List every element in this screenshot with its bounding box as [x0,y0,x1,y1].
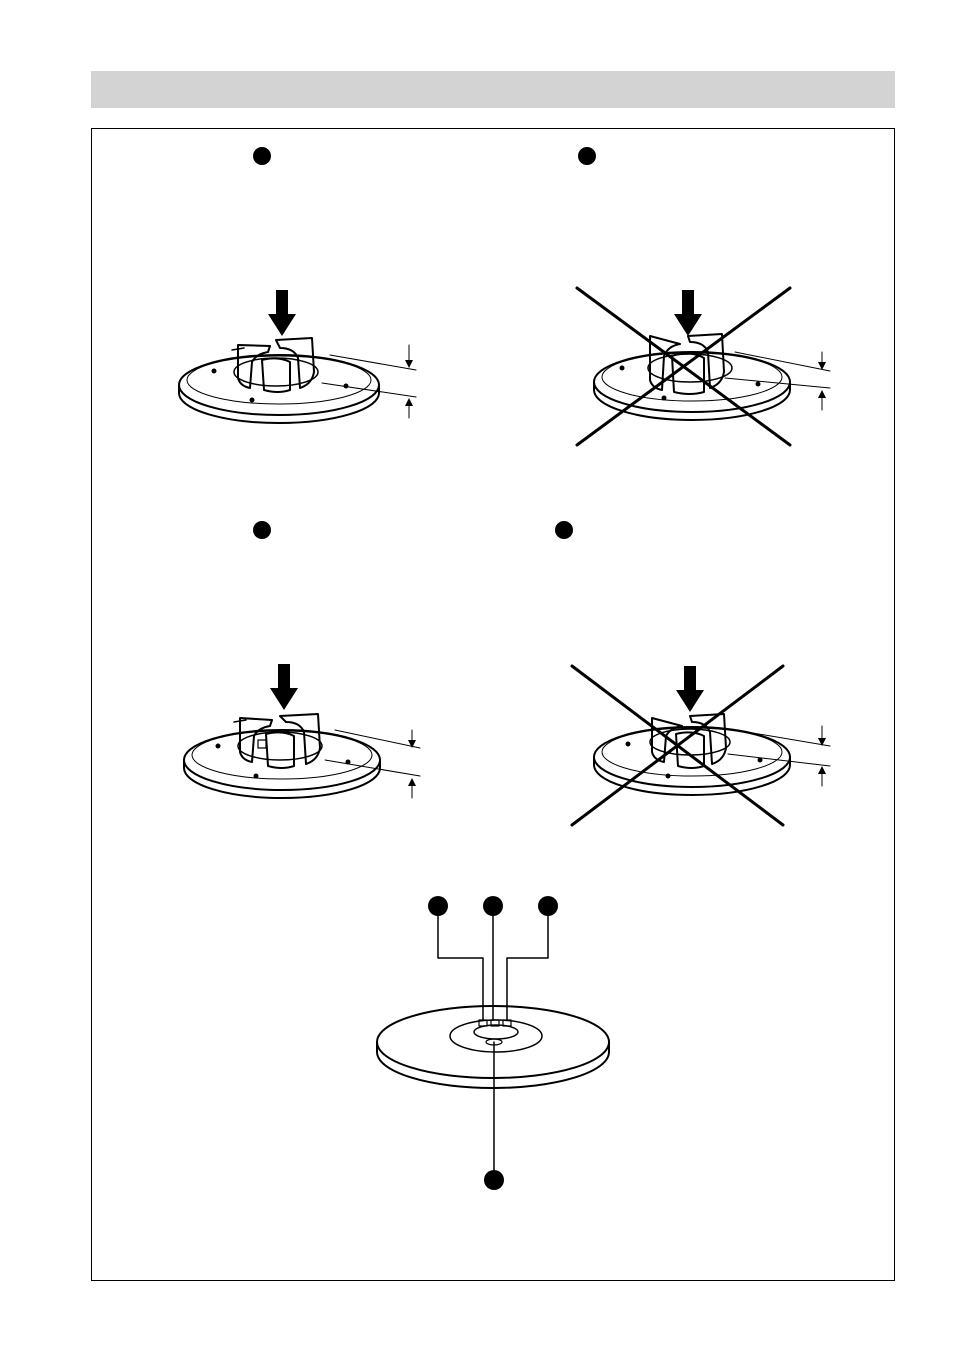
step-marker-3 [253,521,271,539]
callout-dot-1 [428,896,448,916]
callout-dot-4 [484,1170,504,1190]
figure-disc [376,896,610,1190]
figure-spindle-top-left [178,290,417,424]
figure-spindle-middle-right [570,664,831,827]
callout-dot-2 [483,896,503,916]
step-marker-1 [253,147,271,165]
header-bar [91,71,895,108]
figure-spindle-middle-left [183,664,421,799]
figure-spindle-top-right [575,286,831,447]
diagram-frame [91,128,895,1281]
callout-dot-3 [538,896,558,916]
step-marker-4 [555,521,573,539]
step-marker-2 [578,147,596,165]
